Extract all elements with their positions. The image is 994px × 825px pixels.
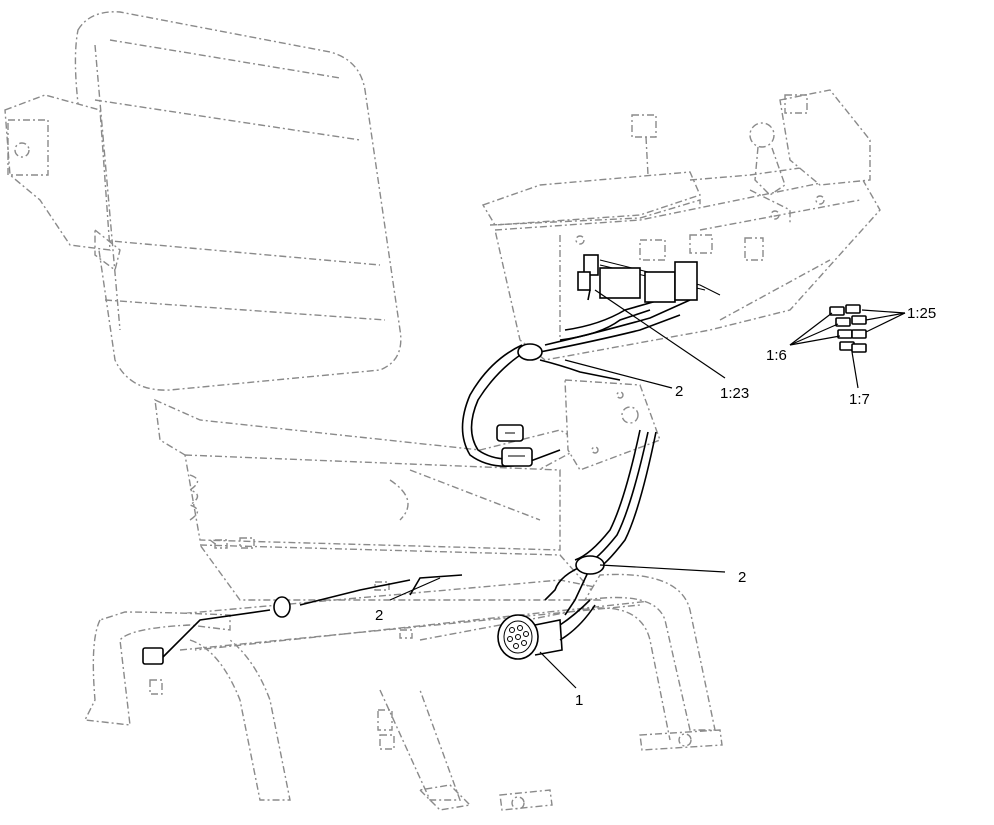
leader-2-console	[564, 359, 673, 389]
leader-1-25-c	[865, 312, 906, 333]
terminal	[851, 315, 867, 325]
terminal	[851, 329, 867, 339]
seat-backrest	[74, 11, 402, 391]
frame-grommet	[273, 596, 291, 618]
harness-2	[142, 259, 721, 665]
leader-1-6-c	[789, 335, 841, 346]
seat-base	[198, 544, 602, 601]
leader-1-25-a	[861, 309, 906, 314]
callouts: 2 1:23 1:25 1:6 1:7 2 2 1	[375, 305, 936, 709]
grommet-lower	[575, 555, 605, 575]
leader-1-6-a	[789, 312, 833, 346]
seat-ghost	[4, 11, 723, 811]
leader-2-left	[389, 577, 441, 601]
terminal	[835, 317, 851, 327]
console-armrest	[481, 171, 701, 226]
callout-1-25: 1:25	[907, 305, 936, 322]
leader-1-6-b	[789, 323, 839, 346]
callout-2-left: 2	[375, 607, 383, 624]
callout-1-7: 1:7	[849, 391, 870, 408]
leader-1	[539, 651, 577, 689]
frame-rail-front	[109, 579, 661, 651]
terminal	[829, 306, 845, 316]
callout-2-console: 2	[675, 383, 683, 400]
callout-1-23: 1:23	[720, 385, 749, 402]
grommet-upper	[517, 343, 543, 361]
leader-2-right	[599, 564, 726, 573]
relay-block	[599, 267, 641, 299]
callout-1: 1	[575, 692, 583, 709]
harness-connector-b	[501, 447, 533, 467]
frame-leg-right	[583, 573, 716, 731]
callout-1-6: 1:6	[766, 347, 787, 364]
leader-1-23	[594, 289, 726, 379]
sensor-body	[583, 254, 599, 276]
leader-lines	[389, 289, 906, 689]
frame-leg-left	[83, 611, 231, 726]
terminal-group	[829, 304, 867, 353]
leader-1-7	[851, 351, 859, 389]
terminal	[851, 343, 867, 353]
sensor-1-23	[577, 254, 599, 301]
callout-2-right: 2	[738, 569, 746, 586]
console-mount-plate	[564, 379, 661, 471]
round-connector-1	[497, 599, 596, 660]
left-armrest	[4, 94, 111, 251]
frame-connector	[142, 647, 164, 665]
seat-suspension	[184, 454, 561, 551]
terminal	[845, 304, 861, 314]
leader-1-25-b	[865, 312, 906, 321]
terminal	[837, 329, 853, 339]
